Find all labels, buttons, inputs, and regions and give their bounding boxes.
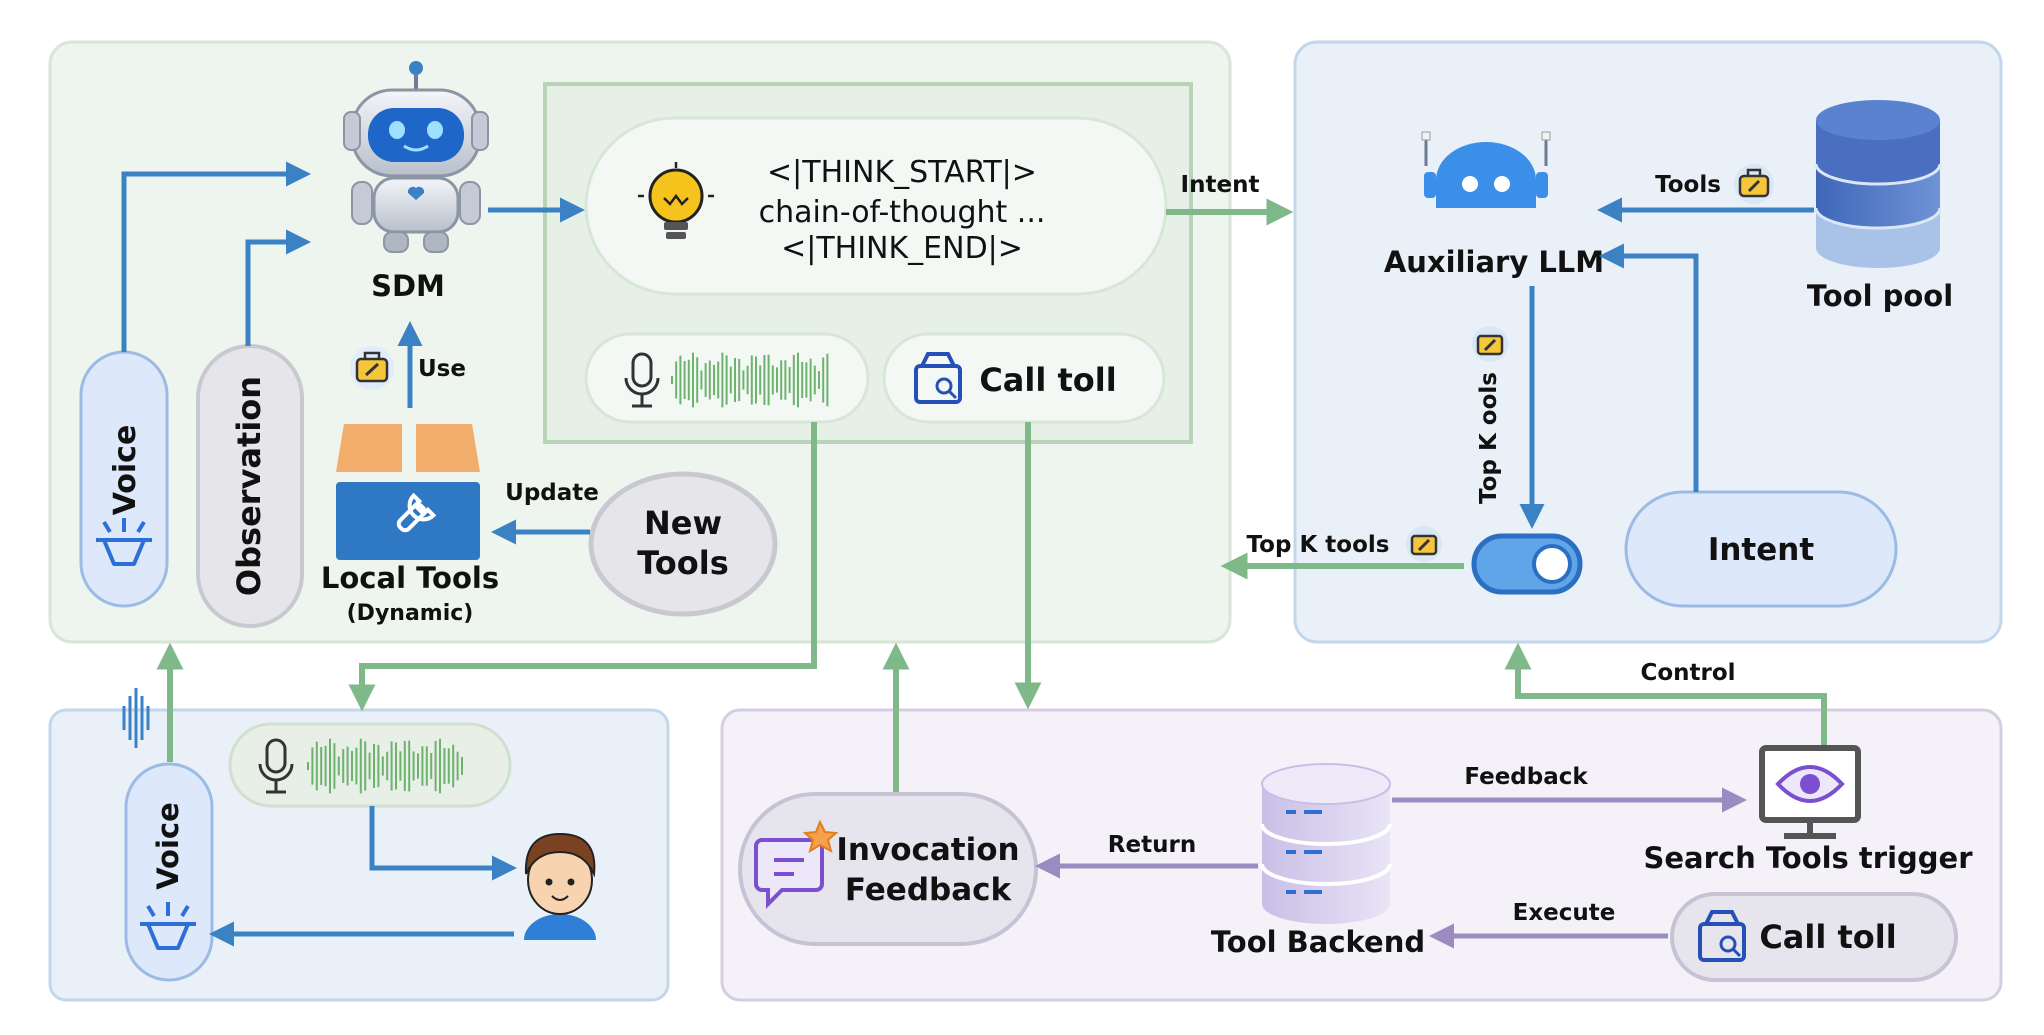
new-tools-line2: Tools [637, 544, 729, 582]
invocation-feedback-line1: Invocation [836, 832, 1019, 868]
auxiliary-llm-icon [1421, 131, 1551, 208]
waveform-icon-bottom [307, 738, 463, 794]
waveform-icon [671, 352, 829, 408]
sound-wave-icon [122, 688, 150, 748]
new-tools-line1: New [644, 504, 722, 542]
microphone-icon [624, 352, 660, 408]
audio-to-voice-panel-arrow [348, 422, 817, 712]
voice-label-top: Voice [108, 425, 143, 516]
control-label: Control [1640, 660, 1735, 686]
voice-to-sdm-arrow [121, 161, 311, 352]
tool-call-icon [914, 352, 962, 404]
top-k-tools-label: Top K tools [1247, 532, 1390, 558]
tool-pool-database-icon [1814, 100, 1942, 268]
top-k-vertical-label: Top K ools [1476, 372, 1502, 504]
voice-label-bottom: Voice [151, 802, 185, 890]
tools-label: Tools [1655, 172, 1721, 198]
audio-to-user-arrow [369, 806, 517, 881]
local-tools-sublabel: (Dynamic) [347, 601, 474, 626]
user-avatar-icon [524, 832, 596, 940]
search-trigger-label: Search Tools trigger [1643, 841, 1973, 875]
microphone-icon-bottom [258, 738, 294, 794]
toggle-switch-icon [1471, 533, 1583, 595]
toolbox-icon-topk [1406, 526, 1442, 562]
use-label: Use [418, 356, 466, 382]
wrench-icon [396, 492, 437, 533]
monitor-eye-icon [1759, 745, 1861, 839]
speaker-icon-bottom [140, 902, 196, 950]
chain-of-thought-text: chain-of-thought ... [759, 195, 1046, 230]
robot-icon [343, 61, 489, 253]
toolbox-icon-tools [1734, 164, 1774, 204]
thinking-pill [584, 116, 1168, 296]
think-end-token: <|THINK_END|> [781, 231, 1023, 266]
invocation-feedback-line2: Feedback [845, 872, 1013, 908]
observation-label: Observation [230, 376, 268, 596]
execute-label: Execute [1513, 900, 1616, 926]
lightbulb-icon [638, 162, 714, 239]
tool-backend-database-icon [1260, 763, 1392, 924]
tool-pool-label: Tool pool [1807, 279, 1953, 313]
tool-backend-label: Tool Backend [1211, 925, 1425, 959]
call-tool-label-top: Call toll [979, 361, 1116, 399]
control-arrow [1504, 642, 1827, 754]
chat-feedback-icon [754, 819, 839, 909]
local-tools-box-icon [336, 424, 480, 560]
intent-pill-label: Intent [1708, 532, 1815, 568]
auxiliary-llm-label: Auxiliary LLM [1384, 245, 1604, 279]
sdm-label: SDM [371, 269, 445, 303]
update-label: Update [505, 480, 599, 506]
intent-pill [1624, 490, 1898, 608]
return-label: Return [1108, 832, 1196, 858]
local-tools-label: Local Tools [321, 561, 499, 595]
toolbox-icon-topk-vertical [1472, 326, 1508, 362]
call-tool-label-bottom: Call toll [1759, 918, 1896, 956]
intent-arrow-label: Intent [1181, 172, 1260, 198]
think-start-token: <|THINK_START|> [767, 155, 1037, 190]
new-tools-bubble [588, 471, 778, 617]
toolbox-icon [350, 346, 394, 390]
observation-to-sdm-arrow [245, 229, 311, 346]
feedback-label: Feedback [1464, 764, 1588, 790]
intent-to-llm-arrow [1599, 243, 1699, 492]
speaker-icon [96, 518, 152, 566]
tool-call-icon-bottom [1698, 910, 1746, 962]
